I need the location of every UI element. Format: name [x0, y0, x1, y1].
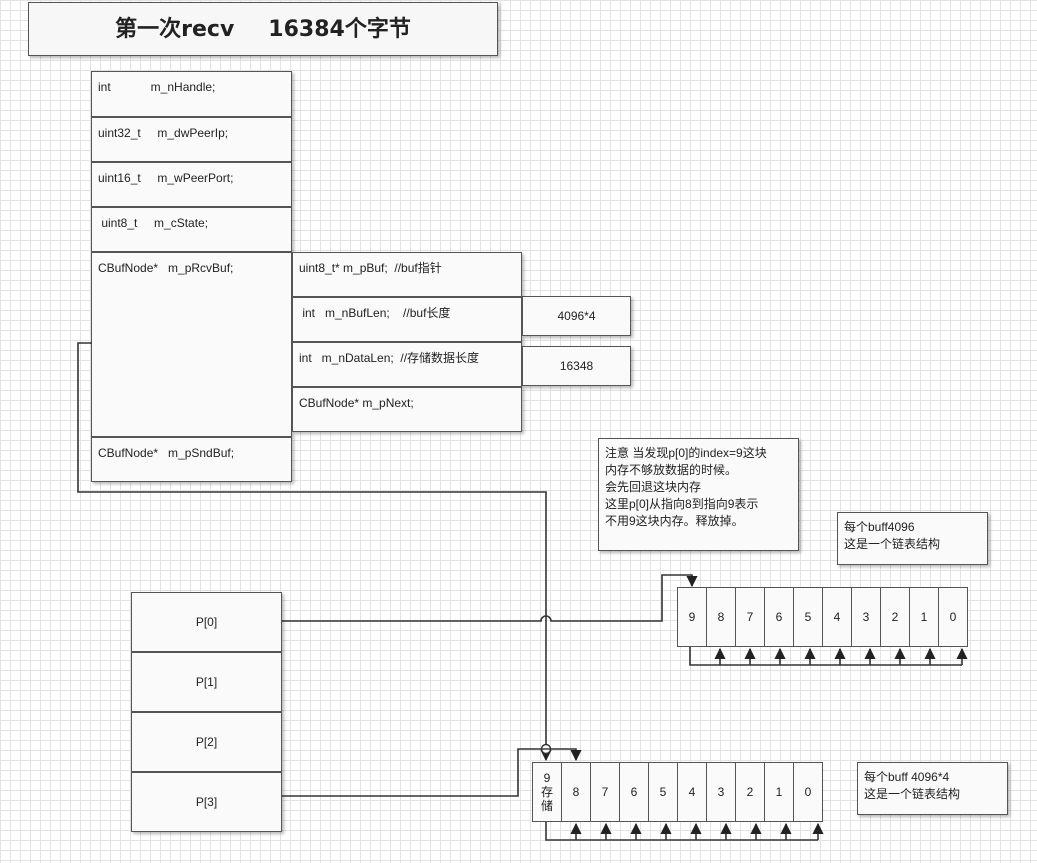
list-bottom-cell: 0 — [793, 762, 823, 822]
list-top-label: 每个buff4096 这是一个链表结构 — [837, 512, 988, 565]
list-top-cell: 8 — [706, 587, 736, 647]
list-bottom-cell: 3 — [706, 762, 736, 822]
list-bottom-cell: 1 — [764, 762, 794, 822]
first-cell-line: 储 — [540, 799, 553, 813]
bufnode-buflen: int m_nBufLen; //buf长度 — [292, 297, 522, 342]
linked-list-top: 9 8 7 6 5 4 3 2 1 0 — [677, 587, 968, 647]
note-box: 注意 当发现p[0]的index=9这块 内存不够放数据的时候。 会先回退这块内… — [598, 438, 799, 551]
list-bottom-first-cell: 9 存 储 — [532, 762, 562, 822]
bufnode-pbuf: uint8_t* m_pBuf; //buf指针 — [292, 252, 522, 297]
field-handle: int m_nHandle; — [91, 71, 292, 117]
pointer-p1: P[1] — [131, 652, 282, 712]
wire-p0-to-list-top — [282, 574, 698, 622]
list-bottom-cell: 2 — [735, 762, 765, 822]
pointer-p3: P[3] — [131, 772, 282, 832]
list-top-cell: 2 — [880, 587, 910, 647]
first-cell-line: 存 — [540, 785, 553, 799]
list-bottom-cell: 5 — [648, 762, 678, 822]
value-buf-len: 4096*4 — [522, 296, 631, 336]
field-peer-ip: uint32_t m_dwPeerIp; — [91, 117, 292, 162]
list-top-cell: 5 — [793, 587, 823, 647]
field-peer-port: uint16_t m_wPeerPort; — [91, 162, 292, 207]
linked-list-bottom: 9 存 储 8 7 6 5 4 3 2 1 0 — [532, 762, 823, 822]
list-bottom-label: 每个buff 4096*4 这是一个链表结构 — [857, 762, 1008, 815]
bufnode-pnext: CBufNode* m_pNext; — [292, 387, 522, 432]
list-bottom-cell: 6 — [619, 762, 649, 822]
list-bottom-cell: 4 — [677, 762, 707, 822]
list-top-cell: 7 — [735, 587, 765, 647]
title-part2: 16384个字节 — [268, 16, 411, 42]
title-part1: 第一次recv — [115, 16, 235, 42]
diagram-title: 第一次recv 16384个字节 — [28, 2, 498, 56]
pointer-p0: P[0] — [131, 592, 282, 652]
list-top-cell: 1 — [909, 587, 939, 647]
value-data-len: 16348 — [522, 346, 631, 386]
pointer-p2: P[2] — [131, 712, 282, 772]
list-top-next-line — [689, 647, 962, 666]
list-top-cell: 3 — [851, 587, 881, 647]
list-bottom-cell: 7 — [590, 762, 620, 822]
list-bottom-next-line — [545, 822, 818, 841]
list-top-cell: 9 — [677, 587, 707, 647]
field-state: uint8_t m_cState; — [91, 207, 292, 252]
first-cell-line: 9 — [543, 771, 551, 785]
bufnode-datalen: int m_nDataLen; //存储数据长度 — [292, 342, 522, 387]
list-top-cell: 4 — [822, 587, 852, 647]
wire-junction — [540, 743, 552, 755]
list-bottom-cell: 8 — [561, 762, 591, 822]
field-snd-buf: CBufNode* m_pSndBuf; — [91, 437, 292, 482]
list-top-cell: 6 — [764, 587, 794, 647]
list-top-cell: 0 — [938, 587, 968, 647]
field-rcv-buf: CBufNode* m_pRcvBuf; — [91, 252, 292, 437]
